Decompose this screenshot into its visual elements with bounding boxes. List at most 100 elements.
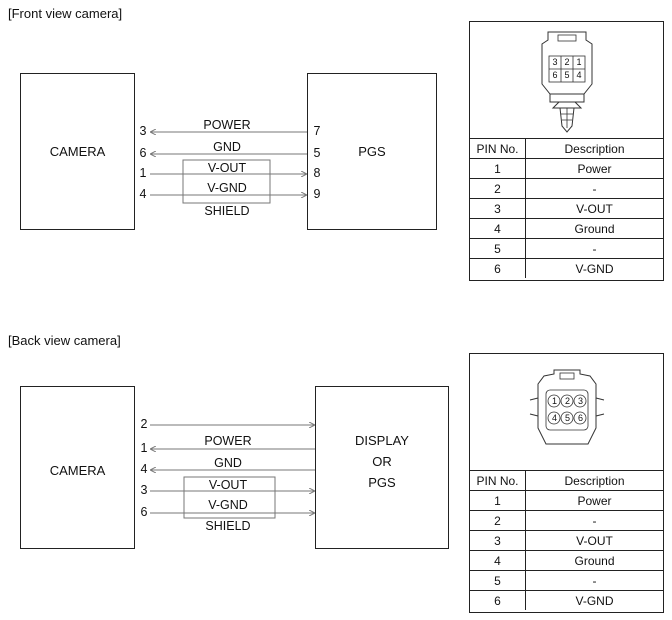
pin-description: Ground xyxy=(525,550,663,571)
table-row: 2- xyxy=(470,178,663,199)
pin-no-header: PIN No. xyxy=(470,471,526,491)
pin-description: Ground xyxy=(525,218,663,239)
pin-description: - xyxy=(525,570,663,591)
back-left-pin: 6 xyxy=(140,505,148,519)
connector-pin-label: 4 xyxy=(576,70,582,80)
front-wire-label-vout: V-OUT xyxy=(207,161,247,175)
connector-pin-label: 5 xyxy=(564,413,570,423)
description-header: Description xyxy=(564,141,625,156)
description-header: Description xyxy=(564,473,625,488)
front-wire-label-power: POWER xyxy=(203,118,251,132)
back-left-pin: 1 xyxy=(140,441,148,455)
front-left-pin: 1 xyxy=(139,166,147,180)
back-shield-label: SHIELD xyxy=(205,519,251,533)
back-left-pin: 4 xyxy=(140,462,148,476)
pin-description: - xyxy=(525,238,663,259)
pin-description: V-OUT xyxy=(525,198,663,219)
connector-pin-label: 2 xyxy=(564,396,570,406)
back-section-title: [Back view camera] xyxy=(8,333,121,348)
connector-pin-label: 6 xyxy=(577,413,583,423)
pin-no: 5 xyxy=(470,570,526,591)
pin-description: - xyxy=(525,178,663,199)
pin-no: 3 xyxy=(470,530,526,551)
pin-no-header: PIN No. xyxy=(470,139,526,159)
front-wire-label-vgnd: V-GND xyxy=(207,181,247,195)
back-left-pin: 3 xyxy=(140,483,148,497)
front-pgs-box: PGS xyxy=(307,73,437,230)
back-wire-label-power: POWER xyxy=(204,434,252,448)
pin-no: 6 xyxy=(470,258,526,278)
front-left-pin: 4 xyxy=(139,187,147,201)
back-wire-label-vout: V-OUT xyxy=(208,478,248,492)
front-wire-label-gnd: GND xyxy=(213,140,241,154)
front-right-pin: 7 xyxy=(313,124,321,138)
back-camera-label: CAMERA xyxy=(49,463,106,478)
pin-no: 2 xyxy=(470,510,526,531)
back-camera-box: CAMERA xyxy=(20,386,135,549)
pin-description: V-OUT xyxy=(525,530,663,551)
back-wire-label-vgnd: V-GND xyxy=(208,498,248,512)
connector-pin-label: 3 xyxy=(577,396,583,406)
pin-description: - xyxy=(525,510,663,531)
connector-pin-label: 6 xyxy=(552,70,558,80)
back-wires xyxy=(150,425,315,519)
front-right-pin: 8 xyxy=(313,166,321,180)
pin-no: 3 xyxy=(470,198,526,219)
back-device-box: DISPLAY OR PGS xyxy=(315,386,449,549)
back-device-label-line: DISPLAY xyxy=(355,433,409,448)
pin-description: V-GND xyxy=(525,590,663,610)
front-right-pin: 9 xyxy=(313,187,321,201)
pin-description: Power xyxy=(525,158,663,179)
front-left-pin: 3 xyxy=(139,124,147,138)
pin-no: 4 xyxy=(470,218,526,239)
connector-pin-label: 1 xyxy=(576,57,582,67)
pin-no: 5 xyxy=(470,238,526,259)
connector-pin-label: 5 xyxy=(564,70,570,80)
front-connector-area: 3 2 1 6 5 4 xyxy=(470,22,663,139)
back-shield-box xyxy=(183,476,276,519)
front-shield-label: SHIELD xyxy=(204,204,250,218)
back-device-label-line: PGS xyxy=(368,475,396,490)
front-connector-icon xyxy=(541,31,593,133)
front-camera-box: CAMERA xyxy=(20,73,135,230)
pin-no: 1 xyxy=(470,158,526,179)
connector-pin-label: 2 xyxy=(564,57,570,67)
pin-description: Power xyxy=(525,490,663,511)
connector-pin-label: 1 xyxy=(551,396,557,406)
back-connector-pins: 1 2 3 4 5 6 xyxy=(548,394,587,425)
pin-description: V-GND xyxy=(525,258,663,278)
front-right-pin: 5 xyxy=(313,146,321,160)
back-connector-area: 1 2 3 4 5 6 xyxy=(470,354,663,471)
pin-no: 4 xyxy=(470,550,526,571)
front-camera-label: CAMERA xyxy=(49,144,106,159)
front-pgs-label: PGS xyxy=(358,144,386,159)
front-shield-box xyxy=(182,159,271,204)
table-row: 5- xyxy=(470,238,663,259)
pin-no: 2 xyxy=(470,178,526,199)
front-wires xyxy=(150,132,307,204)
table-row: 5- xyxy=(470,570,663,591)
pin-no: 1 xyxy=(470,490,526,511)
front-connector-pins: 3 2 1 6 5 4 xyxy=(549,56,585,82)
front-section-title: [Front view camera] xyxy=(8,6,123,21)
back-device-label-line: OR xyxy=(372,454,392,469)
pin-no: 6 xyxy=(470,590,526,610)
table-row: 2- xyxy=(470,510,663,531)
connector-pin-label: 3 xyxy=(552,57,558,67)
front-left-pin: 6 xyxy=(139,146,147,160)
back-left-pin: 2 xyxy=(140,417,148,431)
connector-pin-label: 4 xyxy=(551,413,557,423)
